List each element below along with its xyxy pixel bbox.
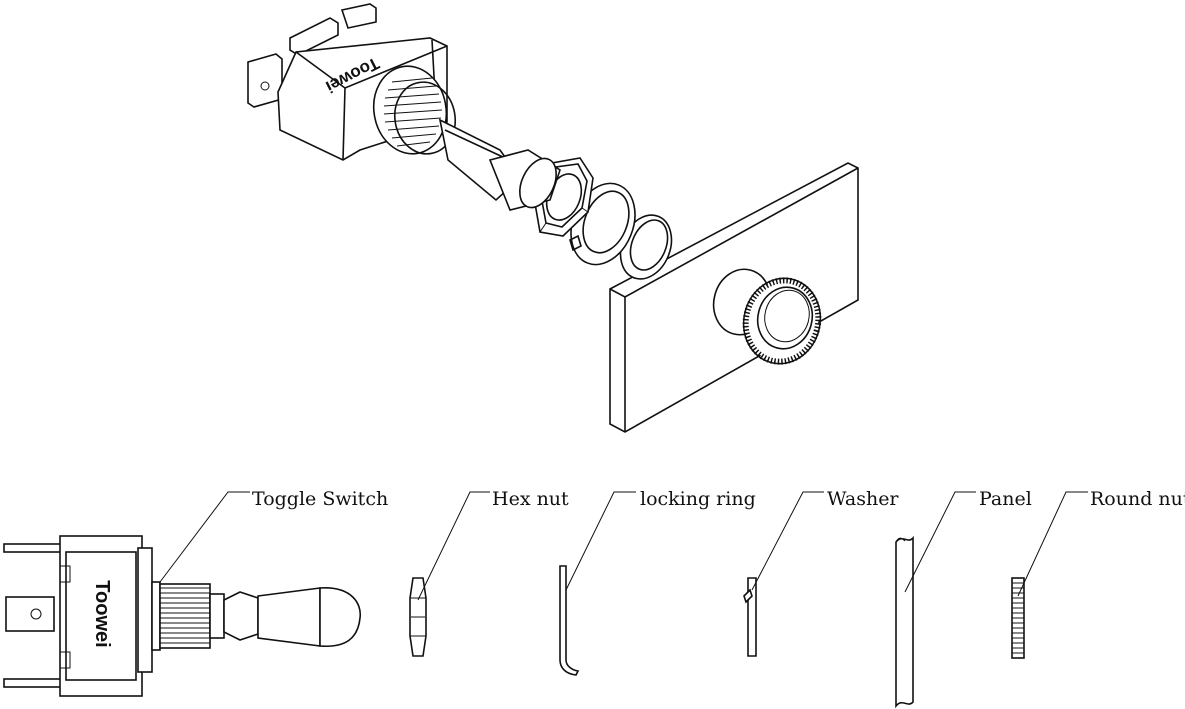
label-hex-nut: Hex nut <box>492 488 569 510</box>
label-washer: Washer <box>827 488 899 510</box>
side-panel <box>895 535 914 709</box>
isometric-assembly-view: Toowei <box>247 3 859 433</box>
iso-round-nut <box>742 277 822 365</box>
side-toggle-switch: Toowei <box>3 535 362 697</box>
side-washer <box>743 577 757 657</box>
leader-washer <box>751 491 824 591</box>
side-round-nut <box>1011 577 1025 659</box>
iso-washer <box>619 214 673 280</box>
leader-lines <box>159 491 1088 601</box>
label-panel: Panel <box>979 488 1032 510</box>
label-toggle-switch: Toggle Switch <box>252 488 388 510</box>
leader-locking-ring <box>565 491 636 591</box>
side-brand-label: Toowei <box>91 580 113 647</box>
label-locking-ring: locking ring <box>640 488 756 510</box>
leader-toggle-switch <box>159 491 250 583</box>
leader-hex-nut <box>417 491 490 601</box>
iso-toggle-switch: Toowei <box>247 3 561 211</box>
side-hex-nut <box>409 577 427 657</box>
iso-panel <box>609 162 859 433</box>
label-round-nut: Round nut <box>1090 488 1185 510</box>
side-view: Toowei <box>3 488 1185 709</box>
side-locking-ring <box>559 565 580 676</box>
leader-round-nut <box>1017 491 1088 597</box>
leader-panel <box>904 491 976 593</box>
